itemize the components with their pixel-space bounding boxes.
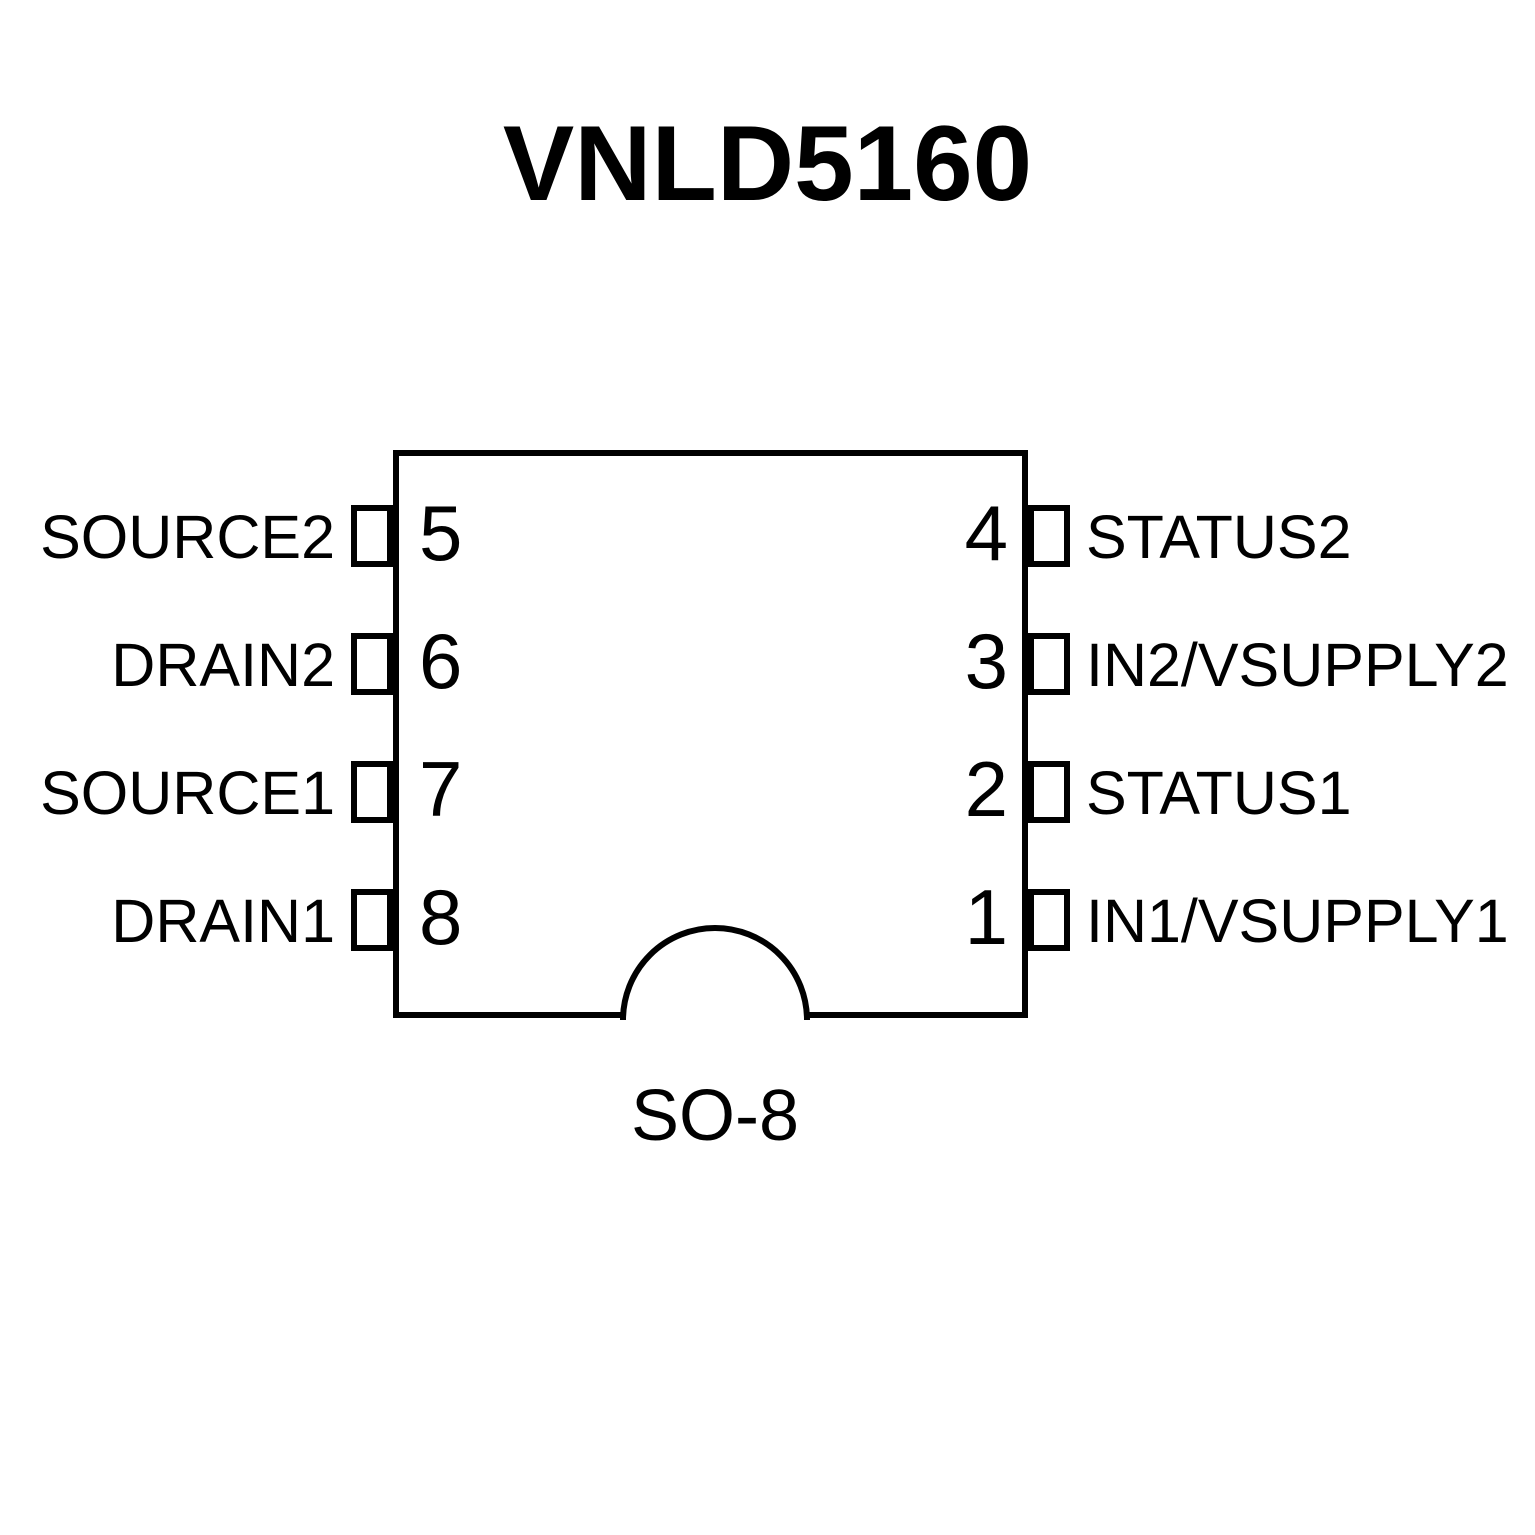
pin-label-in2-vsupply2: IN2/VSUPPLY2 — [1086, 631, 1509, 699]
page-title: VNLD5160 — [502, 103, 1033, 223]
pin-box-6[interactable] — [351, 633, 393, 695]
pin-box-2[interactable] — [1028, 761, 1070, 823]
pin-number-3: 3 — [964, 617, 1008, 705]
package-name-label: SO-8 — [630, 1076, 800, 1156]
pin-number-8: 8 — [419, 873, 463, 961]
pin-label-source1: SOURCE1 — [40, 759, 335, 827]
pin-box-3[interactable] — [1028, 633, 1070, 695]
pin-label-drain2: DRAIN2 — [111, 631, 335, 699]
pin-number-7: 7 — [419, 745, 463, 833]
pin-box-5[interactable] — [351, 505, 393, 567]
pin-label-in1-vsupply1: IN1/VSUPPLY1 — [1086, 887, 1509, 955]
pin-box-1[interactable] — [1028, 889, 1070, 951]
pin-number-2: 2 — [964, 745, 1008, 833]
pin-number-6: 6 — [419, 617, 463, 705]
pin-label-status2: STATUS2 — [1086, 503, 1352, 571]
pin-number-4: 4 — [964, 489, 1008, 577]
pin-number-5: 5 — [419, 489, 463, 577]
pin-label-status1: STATUS1 — [1086, 759, 1352, 827]
pin-number-1: 1 — [964, 873, 1008, 961]
package-notch-arc — [620, 925, 810, 1021]
pin-label-drain1: DRAIN1 — [111, 887, 335, 955]
package-body-outline — [393, 450, 1028, 1018]
pin-box-4[interactable] — [1028, 505, 1070, 567]
pin-box-8[interactable] — [351, 889, 393, 951]
pin-box-7[interactable] — [351, 761, 393, 823]
pin-label-source2: SOURCE2 — [40, 503, 335, 571]
